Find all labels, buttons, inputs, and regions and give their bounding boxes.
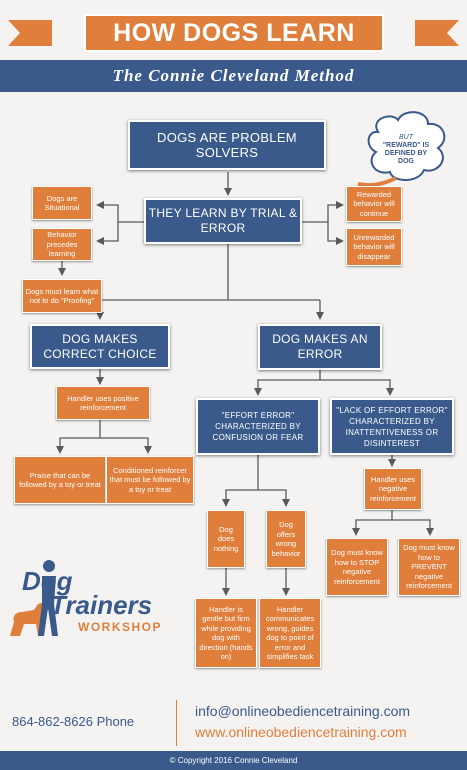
page-title: HOW DOGS LEARN xyxy=(84,14,384,52)
node-trial-error: THEY LEARN BY TRIAL & ERROR xyxy=(144,198,302,244)
reward-cloud: BUT "REWARD" IS DEFINED BY DOG xyxy=(380,126,432,174)
cloud-text: "REWARD" IS DEFINED BY DOG xyxy=(382,142,430,165)
node-makes-error: DOG MAKES AN ERROR xyxy=(258,324,382,370)
node-effort-error: "EFFORT ERROR" CHARACTERIZED BY CONFUSIO… xyxy=(196,398,320,455)
left-chevron-decoration xyxy=(8,20,52,46)
trainer-figure-icon xyxy=(38,560,58,636)
logo-trainers-text: Trainers xyxy=(50,590,153,620)
logo-dog-text: Dog xyxy=(22,566,73,596)
page-subtitle: The Connie Cleveland Method xyxy=(0,60,467,92)
node-negative-reinforcement: Handler uses negative reinforcement xyxy=(364,468,422,510)
node-problem-solvers: DOGS ARE PROBLEM SOLVERS xyxy=(128,120,326,170)
node-correct-choice: DOG MAKES CORRECT CHOICE xyxy=(30,324,170,369)
node-proofing: Dogs must learn what not to do "Proofing… xyxy=(22,279,102,313)
logo-workshop-text: WORKSHOP xyxy=(78,620,162,634)
email-link[interactable]: info@onlineobediencetraining.com xyxy=(195,703,411,719)
node-prevent-negative: Dog must know how to PREVENT negative re… xyxy=(398,538,460,596)
node-unrewarded: Unrewarded behavior will disappear xyxy=(346,228,402,266)
node-dog-wrong: Dog offers wrong behavior xyxy=(266,510,306,568)
right-chevron-decoration xyxy=(415,20,459,46)
node-handler-gentle: Handler is gentle but firm while providi… xyxy=(195,598,257,668)
copyright-bar: © Copyright 2016 Connie Cleveland xyxy=(0,751,467,770)
node-rewarded: Rewarded behavior will continue xyxy=(346,186,402,222)
node-stop-negative: Dog must know how to STOP negative reinf… xyxy=(326,538,388,596)
node-praise: Praise that can be followed by a toy or … xyxy=(14,456,106,504)
node-situational: Dogs are Situational xyxy=(32,186,92,220)
node-behavior-precedes: Behavior precedes learning xyxy=(32,228,92,261)
footer-divider xyxy=(176,700,177,746)
node-dog-nothing: Dog does nothing xyxy=(207,510,245,568)
website-link[interactable]: www.onlineobediencetraining.com xyxy=(195,724,407,740)
node-positive-reinforcement: Handler uses positive reinforcement xyxy=(56,386,150,420)
node-conditioned: Conditioned reinforcer that must be foll… xyxy=(106,456,194,504)
phone-number: 864-862-8626 Phone xyxy=(12,714,135,729)
cloud-but: BUT xyxy=(399,134,413,141)
node-lack-effort-error: "LACK OF EFFORT ERROR" CHARACTERIZED BY … xyxy=(330,398,454,455)
node-handler-communicates: Handler communicates wrong, guides dog t… xyxy=(259,598,321,668)
